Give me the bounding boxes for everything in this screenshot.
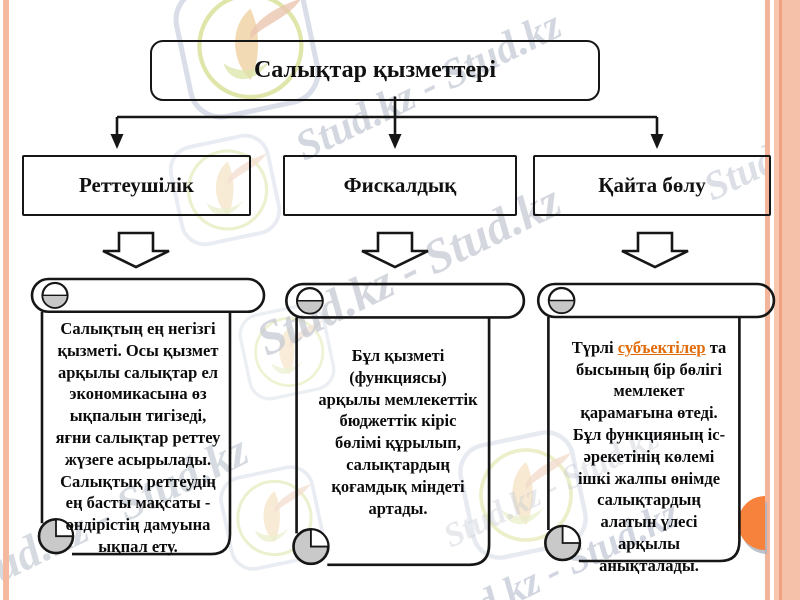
diagram-title-box: Салықтар қызметтері	[150, 40, 600, 101]
scroll-shape-fiscal: Бұл қызметі (функциясы) арқылы мемлекетт…	[272, 281, 528, 577]
branch-description: Бұл қызметі (функциясы) арқылы мемлекетт…	[318, 346, 478, 518]
scroll-shape-redistribution: Түрлі субъектілер та бысының бір бөлігі …	[524, 281, 778, 575]
subjects-link[interactable]: субъектілер	[617, 337, 706, 357]
branch-label: Реттеушілік	[78, 173, 195, 197]
description-prefix: Түрлі	[571, 337, 618, 357]
branch-box-regulatory: Реттеушілік	[22, 155, 251, 216]
branch-box-redistribution: Қайта бөлу	[533, 155, 771, 216]
block-arrow-icon	[102, 231, 689, 269]
scroll-shape-regulatory: Салықтың ең негізгі қызметі. Осы қызмет …	[18, 276, 268, 566]
branch-box-fiscal: Фискалдық	[283, 155, 517, 216]
branch-label: Фискалдық	[343, 173, 457, 197]
description-suffix: та бысының бір бөлігі мемлекет қарамағын…	[572, 337, 727, 575]
branch-description: Салықтың ең негізгі қызметі. Осы қызмет …	[55, 319, 221, 556]
left-border-stripe	[3, 0, 9, 600]
diagram-title: Салықтар қызметтері	[253, 57, 497, 83]
right-border-stripes	[765, 0, 800, 600]
branch-description: Түрлі субъектілер та бысының бір бөлігі …	[550, 315, 748, 577]
branch-label: Қайта бөлу	[598, 173, 706, 197]
